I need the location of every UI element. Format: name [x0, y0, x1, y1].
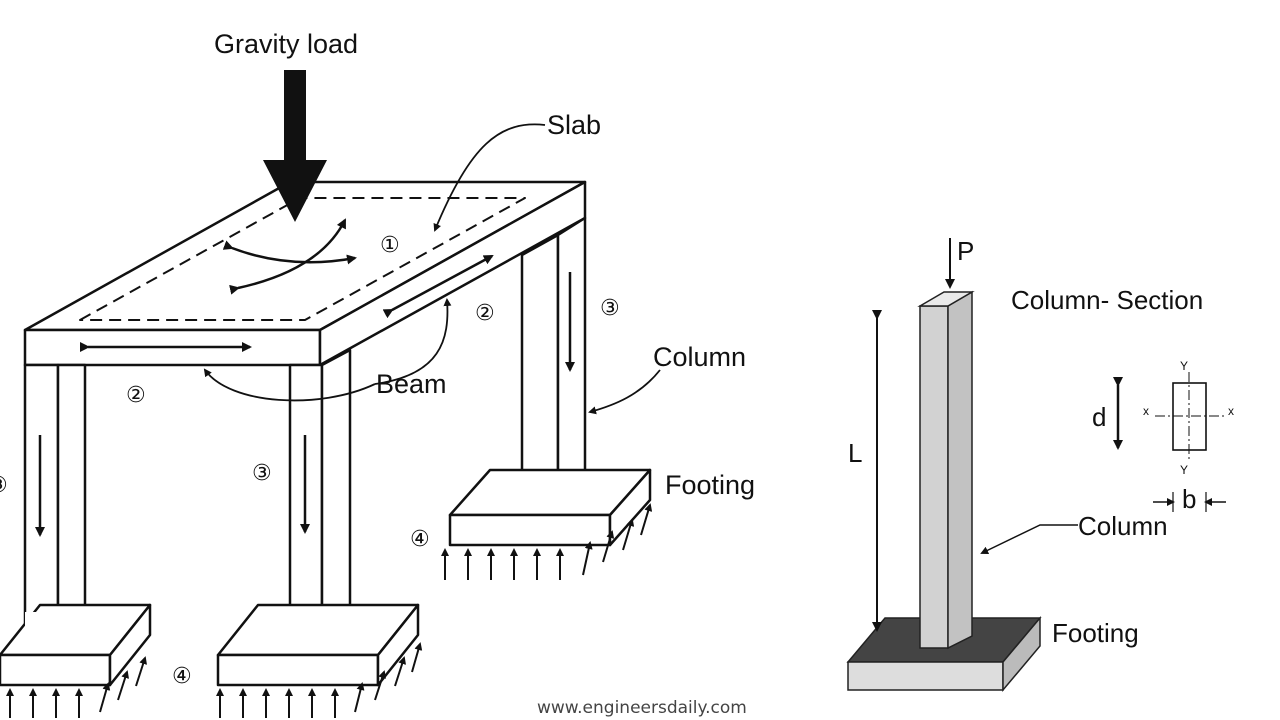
column-side [947, 290, 973, 650]
footing-back-right [448, 468, 652, 547]
footing-label-right: Footing [1052, 618, 1139, 648]
footing-label: Footing [665, 470, 755, 500]
slab-dashed-outline [79, 197, 526, 321]
length-l-label: L [848, 438, 862, 468]
column-label-right: Column [1078, 511, 1168, 541]
slab-load-arrows [222, 218, 357, 295]
step-1-label: ① [380, 232, 400, 257]
step-3-label-middle: ③ [252, 460, 272, 485]
column-top [917, 291, 975, 307]
step-2-label-right: ② [475, 300, 495, 325]
column-back-right [520, 233, 560, 502]
step-2-label-front: ② [126, 382, 146, 407]
load-p-label: P [957, 236, 974, 266]
footing-front-middle [216, 603, 420, 687]
gravity-load-label: Gravity load [214, 29, 358, 59]
axis-y-top-label: Y [1180, 359, 1188, 373]
beam-load-arrows [80, 254, 494, 352]
slab-label: Slab [547, 110, 601, 140]
column-load-arrows [35, 272, 575, 537]
step-3-label-back: ③ [600, 295, 620, 320]
axis-x-right-label: x [1228, 404, 1234, 418]
axis-y-bottom-label: Y [1180, 463, 1188, 477]
beam-label: Beam [376, 369, 447, 399]
gravity-load-arrow [263, 70, 327, 222]
column-label: Column [653, 342, 746, 372]
axis-x-left-label: x [1143, 404, 1149, 418]
breadth-b-label: b [1182, 484, 1196, 514]
footing-reaction-arrows [6, 503, 653, 718]
leader-lines [203, 123, 661, 415]
step-4-label-back: ④ [410, 526, 430, 551]
watermark: www.engineersdaily.com [537, 698, 747, 718]
step-4-label-front: ④ [172, 663, 192, 688]
footing-front-left [0, 603, 152, 687]
depth-d-label: d [1092, 402, 1106, 432]
column-section [1113, 372, 1226, 512]
step-3-label-left: ③ [0, 472, 8, 497]
footing-front [847, 661, 1004, 691]
column-front-left [23, 363, 60, 637]
frame-diagram [0, 180, 652, 687]
column-front [919, 305, 949, 649]
column-diagram [846, 238, 1226, 693]
column-leader [980, 524, 1078, 554]
footing-side [1002, 615, 1041, 693]
column-section-title: Column- Section [1011, 285, 1203, 315]
